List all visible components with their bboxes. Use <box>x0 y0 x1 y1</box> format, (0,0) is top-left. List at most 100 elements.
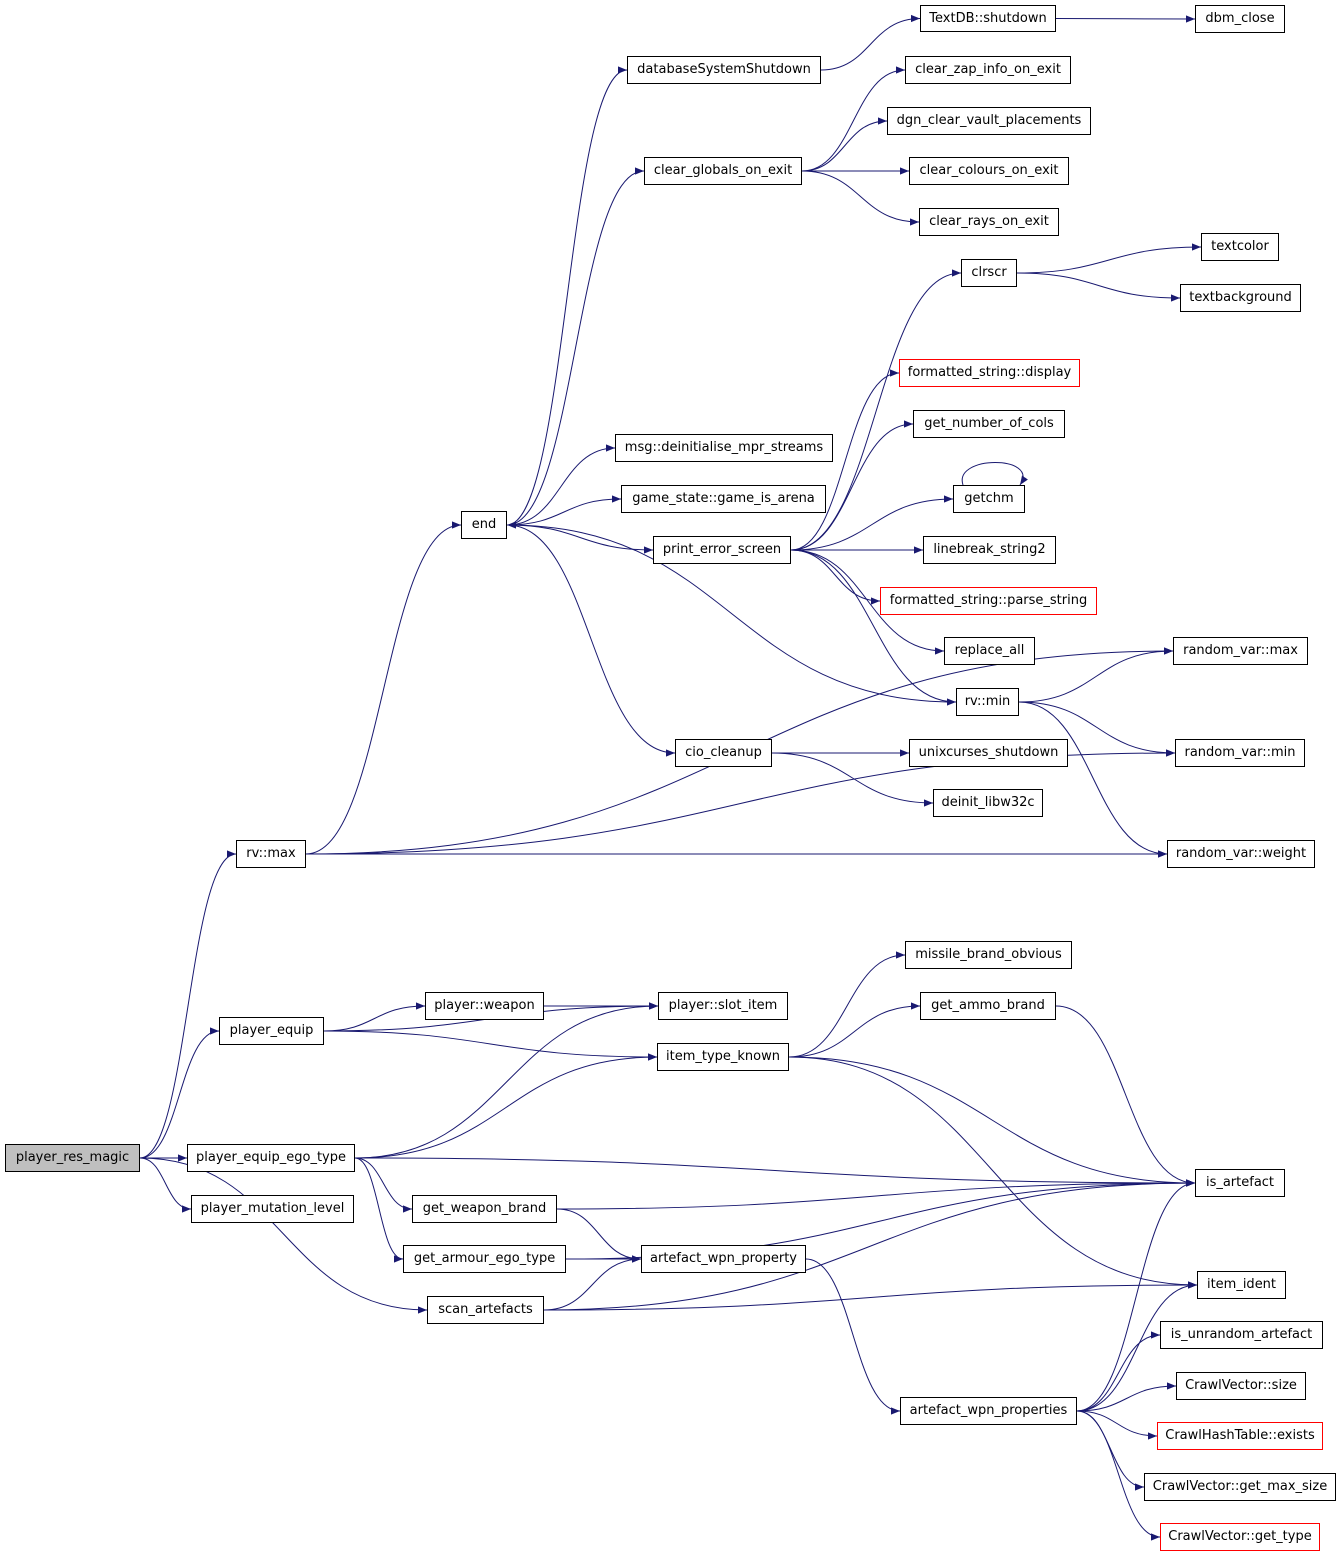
edge-textdb-shutdown-to-dbm-close <box>1055 15 1196 23</box>
edge-getchm-to-getchm <box>961 462 1028 486</box>
node-databasesystemshutdown[interactable]: databaseSystemShutdown <box>627 56 821 84</box>
node-msg-deinitialise-mpr-streams[interactable]: msg::deinitialise_mpr_streams <box>615 434 833 462</box>
edge-print-error-screen-to-rv-min <box>790 549 957 706</box>
edge-player-equip-to-item-type-known <box>323 1030 658 1061</box>
node-clear-rays-on-exit[interactable]: clear_rays_on_exit <box>919 208 1059 236</box>
node-cio-cleanup[interactable]: cio_cleanup <box>675 739 772 767</box>
node-random-var-max[interactable]: random_var::max <box>1173 637 1308 665</box>
edge-end-to-print-error-screen <box>506 524 654 554</box>
edge-player-equip-ego-type-to-get-armour-ego-type <box>354 1157 404 1263</box>
edge-print-error-screen-to-formatted-string-parse-string <box>790 549 881 605</box>
edge-print-error-screen-to-get-number-of-cols <box>790 420 914 551</box>
edge-end-to-game-state-game-is-arena <box>506 495 622 526</box>
node-item-ident[interactable]: item_ident <box>1197 1271 1286 1299</box>
node-get-ammo-brand[interactable]: get_ammo_brand <box>920 992 1056 1020</box>
edge-player-res-magic-to-rv-max <box>139 850 237 1159</box>
edge-item-type-known-to-missile-brand-obvious <box>788 951 906 1058</box>
node-rv-max[interactable]: rv::max <box>236 840 306 868</box>
node-getchm[interactable]: getchm <box>953 485 1025 513</box>
node-player-res-magic[interactable]: player_res_magic <box>5 1144 140 1172</box>
node-player-weapon[interactable]: player::weapon <box>425 992 544 1020</box>
edge-rv-max-to-random-var-min <box>305 749 1176 855</box>
edge-print-error-screen-to-getchm <box>790 495 954 551</box>
edge-clear-globals-on-exit-to-clear-zap-info-on-exit <box>801 66 906 172</box>
edge-scan-artefacts-to-is-artefact <box>543 1179 1196 1311</box>
node-replace-all[interactable]: replace_all <box>944 637 1035 665</box>
edge-print-error-screen-to-formatted-string-display <box>790 369 900 551</box>
node-crawlvector-size[interactable]: CrawlVector::size <box>1176 1372 1306 1400</box>
node-linebreak-string2[interactable]: linebreak_string2 <box>923 536 1056 564</box>
edge-artefact-wpn-properties-to-crawlhashtable-exists <box>1076 1410 1158 1440</box>
node-player-equip[interactable]: player_equip <box>219 1017 324 1045</box>
edge-rv-min-to-random-var-weight <box>1018 701 1168 858</box>
edge-end-to-cio-cleanup <box>506 524 676 757</box>
edge-get-weapon-brand-to-is-artefact <box>556 1179 1196 1210</box>
node-clear-globals-on-exit[interactable]: clear_globals_on_exit <box>644 157 802 185</box>
node-crawlvector-get-max-size[interactable]: CrawlVector::get_max_size <box>1144 1473 1336 1501</box>
node-is-unrandom-artefact[interactable]: is_unrandom_artefact <box>1160 1321 1323 1349</box>
edge-cio-cleanup-to-deinit-libw32c <box>771 752 934 807</box>
node-clear-colours-on-exit[interactable]: clear_colours_on_exit <box>909 157 1069 185</box>
edge-player-equip-ego-type-to-get-weapon-brand <box>354 1157 413 1213</box>
node-random-var-min[interactable]: random_var::min <box>1175 739 1305 767</box>
node-crawlhashtable-exists[interactable]: CrawlHashTable::exists <box>1157 1422 1323 1450</box>
edge-clear-globals-on-exit-to-dgn-clear-vault-placements <box>801 117 888 172</box>
edge-artefact-wpn-properties-to-is-unrandom-artefact <box>1076 1331 1161 1412</box>
edge-clear-globals-on-exit-to-clear-rays-on-exit <box>801 170 920 226</box>
node-textcolor[interactable]: textcolor <box>1201 233 1279 261</box>
edge-get-weapon-brand-to-artefact-wpn-property <box>556 1208 642 1263</box>
edge-item-type-known-to-get-ammo-brand <box>788 1002 921 1058</box>
node-end[interactable]: end <box>461 511 507 539</box>
node-random-var-weight[interactable]: random_var::weight <box>1167 840 1315 868</box>
node-artefact-wpn-property[interactable]: artefact_wpn_property <box>641 1245 806 1273</box>
node-player-slot-item[interactable]: player::slot_item <box>658 992 788 1020</box>
node-missile-brand-obvious[interactable]: missile_brand_obvious <box>905 941 1072 969</box>
node-crawlvector-get-type[interactable]: CrawlVector::get_type <box>1160 1523 1320 1551</box>
node-deinit-libw32c[interactable]: deinit_libw32c <box>933 789 1043 817</box>
node-rv-min[interactable]: rv::min <box>956 688 1019 716</box>
node-formatted-string-parse-string[interactable]: formatted_string::parse_string <box>880 587 1097 615</box>
node-is-artefact[interactable]: is_artefact <box>1195 1169 1285 1197</box>
node-get-number-of-cols[interactable]: get_number_of_cols <box>913 410 1065 438</box>
node-game-state-game-is-arena[interactable]: game_state::game_is_arena <box>621 485 826 513</box>
edge-player-equip-ego-type-to-player-slot-item <box>354 1002 659 1159</box>
node-formatted-string-display[interactable]: formatted_string::display <box>899 359 1080 387</box>
edge-get-ammo-brand-to-is-artefact <box>1055 1005 1196 1187</box>
edge-end-to-clear-globals-on-exit <box>506 167 645 526</box>
node-print-error-screen[interactable]: print_error_screen <box>653 536 791 564</box>
edge-artefact-wpn-properties-to-crawlvector-size <box>1076 1382 1177 1412</box>
node-unixcurses-shutdown[interactable]: unixcurses_shutdown <box>909 739 1068 767</box>
edge-rv-min-to-end <box>506 521 957 703</box>
edge-rv-min-to-random-var-min <box>1018 701 1176 757</box>
node-textbackground[interactable]: textbackground <box>1180 284 1301 312</box>
edge-player-res-magic-to-scan-artefacts <box>139 1157 428 1314</box>
edge-artefact-wpn-properties-to-item-ident <box>1076 1281 1198 1412</box>
edge-player-res-magic-to-player-mutation-level <box>139 1157 192 1213</box>
edge-player-equip-ego-type-to-item-type-known <box>354 1053 658 1159</box>
node-dgn-clear-vault-placements[interactable]: dgn_clear_vault_placements <box>887 107 1091 135</box>
node-clrscr[interactable]: clrscr <box>961 259 1017 287</box>
edge-end-to-databasesystemshutdown <box>506 66 628 526</box>
edge-player-res-magic-to-player-equip <box>139 1027 220 1159</box>
node-get-armour-ego-type[interactable]: get_armour_ego_type <box>403 1245 566 1273</box>
node-item-type-known[interactable]: item_type_known <box>657 1043 789 1071</box>
edge-clrscr-to-textcolor <box>1016 243 1202 274</box>
edge-clrscr-to-textbackground <box>1016 272 1181 302</box>
edge-print-error-screen-to-replace-all <box>790 549 945 655</box>
node-artefact-wpn-properties[interactable]: artefact_wpn_properties <box>900 1397 1077 1425</box>
edge-artefact-wpn-properties-to-crawlvector-get-type <box>1076 1410 1161 1541</box>
node-player-mutation-level[interactable]: player_mutation_level <box>191 1195 354 1223</box>
edge-item-type-known-to-is-artefact <box>788 1056 1196 1187</box>
edge-end-to-msg-deinitialise-mpr-streams <box>506 444 616 526</box>
node-player-equip-ego-type[interactable]: player_equip_ego_type <box>187 1144 355 1172</box>
edge-item-type-known-to-item-ident <box>788 1056 1198 1289</box>
node-dbm-close[interactable]: dbm_close <box>1195 5 1285 33</box>
node-scan-artefacts[interactable]: scan_artefacts <box>427 1296 544 1324</box>
edge-player-equip-ego-type-to-is-artefact <box>354 1157 1196 1187</box>
edge-scan-artefacts-to-item-ident <box>543 1281 1198 1311</box>
node-clear-zap-info-on-exit[interactable]: clear_zap_info_on_exit <box>905 56 1071 84</box>
node-get-weapon-brand[interactable]: get_weapon_brand <box>412 1195 557 1223</box>
node-textdb-shutdown[interactable]: TextDB::shutdown <box>920 5 1056 32</box>
